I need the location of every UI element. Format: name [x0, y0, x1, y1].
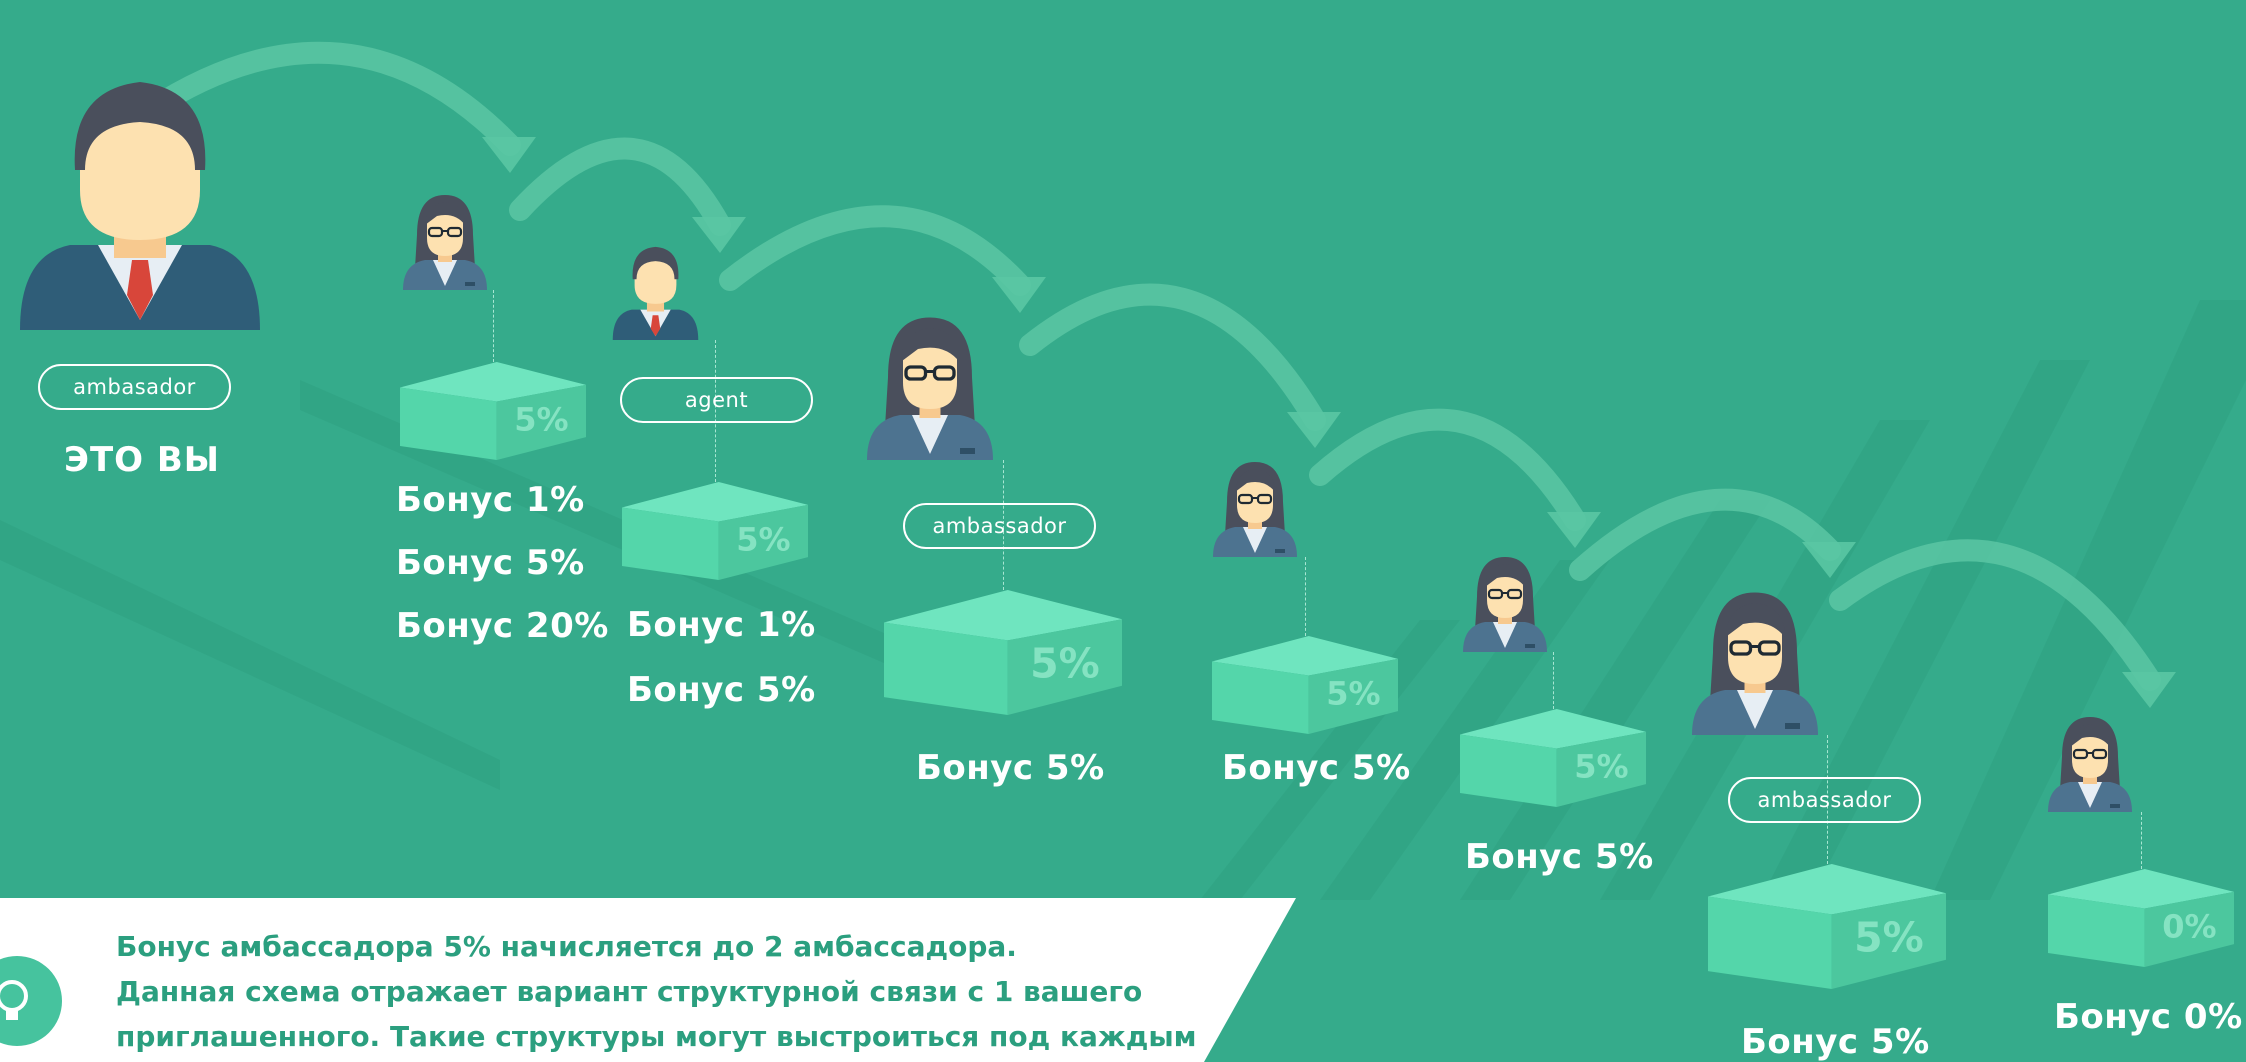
flow-arrow: [139, 41, 521, 156]
role-pill: agent: [620, 377, 813, 423]
pedestal-label: 0%: [2162, 908, 2216, 946]
pedestal: 5%: [884, 590, 1122, 719]
flow-arrow-head: [482, 137, 536, 173]
bonus-label: Бонус 5%: [1741, 1022, 1930, 1062]
pedestal-box: 5%: [884, 590, 1122, 715]
info-panel: [0, 898, 1296, 1062]
woman-avatar-icon: [2048, 717, 2132, 812]
man-avatar-icon: [20, 82, 260, 330]
pedestal-label: 5%: [1326, 675, 1380, 713]
flow-arrow-head: [2122, 672, 2176, 708]
flow-arrow: [1569, 488, 1841, 581]
flow-arrow-head: [692, 217, 746, 253]
flow-arrow: [509, 137, 731, 236]
connector-line: [493, 290, 494, 362]
flow-arrow: [719, 205, 1031, 296]
partner-avatar: [2040, 712, 2140, 816]
pedestal-label: 5%: [514, 401, 568, 439]
pedestal-label: 5%: [1030, 640, 1100, 688]
bonus-label: Бонус 5%: [916, 748, 1105, 788]
connector-line: [715, 340, 716, 482]
info-line: Данная схема отражает вариант структурно…: [116, 975, 1143, 1008]
partner-avatar: [395, 190, 495, 294]
flow-arrow-head: [992, 277, 1046, 313]
partner-avatar: [1680, 585, 1830, 739]
connector-line: [2141, 812, 2142, 869]
partner-avatar: [1205, 457, 1305, 561]
pedestal-box: 5%: [400, 362, 586, 460]
connector-line: [1827, 735, 1828, 864]
flow-arrow: [1309, 408, 1586, 531]
flow-arrow: [1019, 283, 1326, 431]
bonus-label: Бонус 5%: [1222, 748, 1411, 788]
pedestal-box: 0%: [2048, 869, 2234, 967]
connector-line: [1305, 557, 1306, 636]
connector-line: [1553, 652, 1554, 709]
pedestal-box: 5%: [1460, 709, 1646, 807]
flow-arrow-head: [1802, 542, 1856, 578]
bonus-label: Бонус 20%: [396, 606, 609, 646]
pedestal-label: 5%: [736, 521, 790, 559]
pedestal-label: 5%: [1574, 748, 1628, 786]
woman-avatar-icon: [1463, 557, 1547, 652]
bonus-label: Бонус 1%: [627, 605, 816, 645]
woman-avatar-icon: [403, 195, 487, 290]
pedestal: 0%: [2048, 869, 2234, 971]
info-line: приглашенного. Такие структуры могут выс…: [116, 1020, 1197, 1053]
you-label: ЭТО ВЫ: [64, 440, 221, 480]
woman-avatar-icon: [867, 317, 993, 460]
flow-arrow: [1829, 539, 2161, 691]
info-text: Бонус амбассадора 5% начисляется до 2 ам…: [116, 924, 1197, 1059]
role-pill: ambassador: [903, 503, 1096, 549]
info-line: Бонус амбассадора 5% начисляется до 2 ам…: [116, 930, 1017, 963]
connector-line: [1003, 460, 1004, 590]
flow-arrows: [139, 41, 2176, 708]
pedestal: 5%: [622, 482, 808, 584]
pedestal-box: 5%: [1212, 636, 1398, 734]
man-avatar-icon: [612, 246, 698, 340]
bonus-label: Бонус 1%: [396, 480, 585, 520]
pedestal: 5%: [1212, 636, 1398, 738]
bonus-label: Бонус 5%: [627, 670, 816, 710]
bonus-label: Бонус 5%: [396, 543, 585, 583]
pedestal: 5%: [1460, 709, 1646, 811]
pedestal-box: 5%: [622, 482, 808, 580]
bonus-label: Бонус 5%: [1465, 837, 1654, 877]
pedestal: 5%: [1708, 864, 1946, 993]
partner-avatar: [855, 310, 1005, 464]
pedestal-box: 5%: [1708, 864, 1946, 989]
role-pill: ambassador: [1728, 777, 1921, 823]
you-role-pill: ambasador: [38, 364, 231, 410]
partner-avatar: [1455, 552, 1555, 656]
flow-arrow-head: [1547, 512, 1601, 548]
bonus-label: Бонус 0%: [2054, 997, 2243, 1037]
pedestal-label: 5%: [1854, 914, 1924, 962]
pedestal: 5%: [400, 362, 586, 464]
agent-avatar: [608, 245, 703, 344]
woman-avatar-icon: [1213, 462, 1297, 557]
lightbulb-icon: [0, 956, 62, 1046]
flow-arrow-head: [1287, 412, 1341, 448]
woman-avatar-icon: [1692, 592, 1818, 735]
you-avatar: [10, 80, 270, 340]
